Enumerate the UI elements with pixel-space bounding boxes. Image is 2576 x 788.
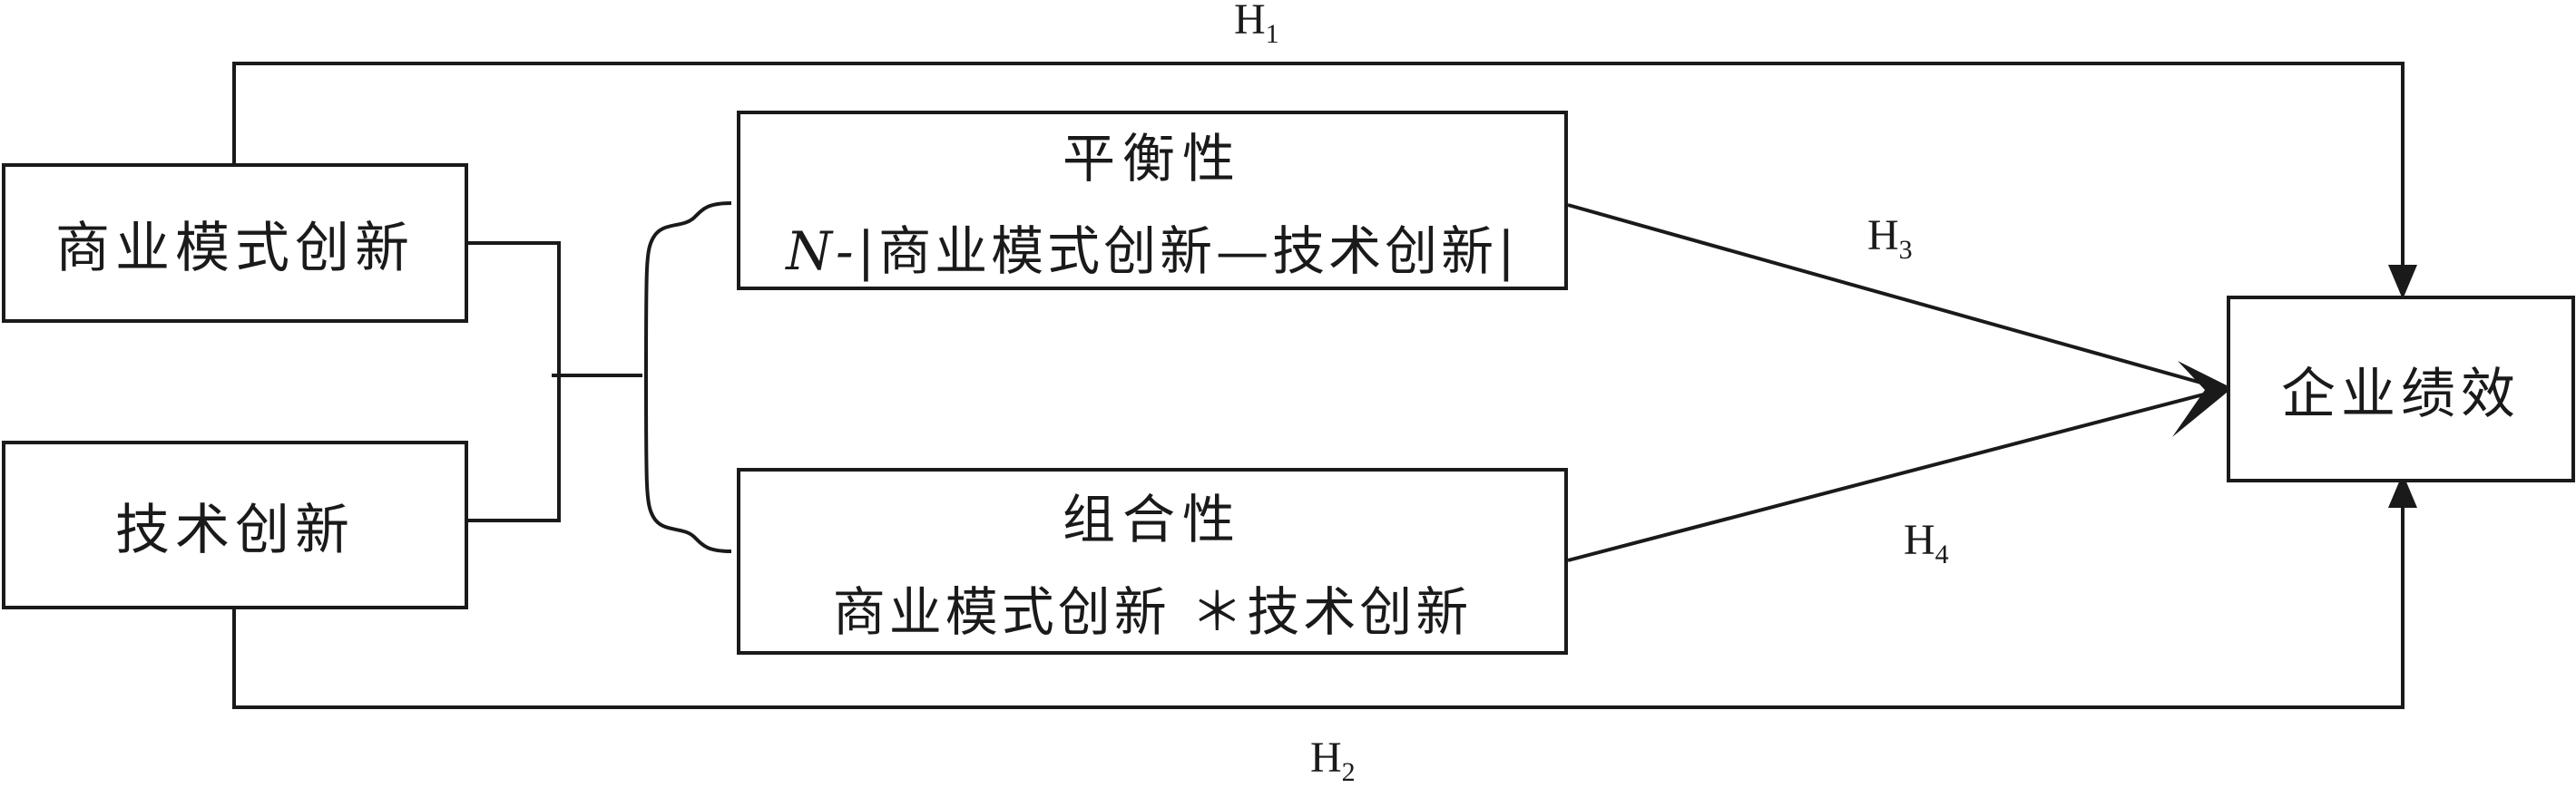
balance-formula: N-|商业模式创新—技术创新| <box>786 209 1518 285</box>
balance-box: 平衡性 N-|商业模式创新—技术创新| <box>737 111 1568 290</box>
h1-label: H1 <box>1234 0 1279 49</box>
h3-label: H3 <box>1867 211 1913 265</box>
brace-path <box>644 201 732 553</box>
business-model-innovation-label: 商业模式创新 <box>55 216 415 280</box>
balance-title: 平衡性 <box>1062 128 1242 190</box>
h1-path <box>232 62 2405 272</box>
balance-formula-body: |商业模式创新—技术创新| <box>857 220 1519 282</box>
combination-title: 组合性 <box>1062 489 1242 550</box>
h4-label: H4 <box>1904 516 1949 569</box>
ti-connector <box>468 375 561 522</box>
h1-arrowhead <box>2388 265 2417 299</box>
h2-label: H2 <box>1310 734 1356 787</box>
balance-formula-prefix: N- <box>786 220 857 282</box>
h3-arrow-line <box>1567 203 2215 388</box>
firm-performance-box: 企业绩效 <box>2227 296 2575 482</box>
h3-h4-arrowhead <box>2172 361 2232 437</box>
business-model-innovation-box: 商业模式创新 <box>2 163 468 323</box>
h2-arrowhead <box>2388 473 2417 508</box>
h4-arrow-line <box>1567 390 2215 562</box>
combination-box: 组合性 商业模式创新 ＊技术创新 <box>737 468 1568 655</box>
h2-path <box>232 501 2405 709</box>
firm-performance-label: 企业绩效 <box>2281 362 2521 426</box>
technology-innovation-box: 技术创新 <box>2 441 468 609</box>
technology-innovation-label: 技术创新 <box>115 498 355 562</box>
bmi-connector <box>468 241 561 375</box>
combination-formula: 商业模式创新 ＊技术创新 <box>832 581 1473 643</box>
